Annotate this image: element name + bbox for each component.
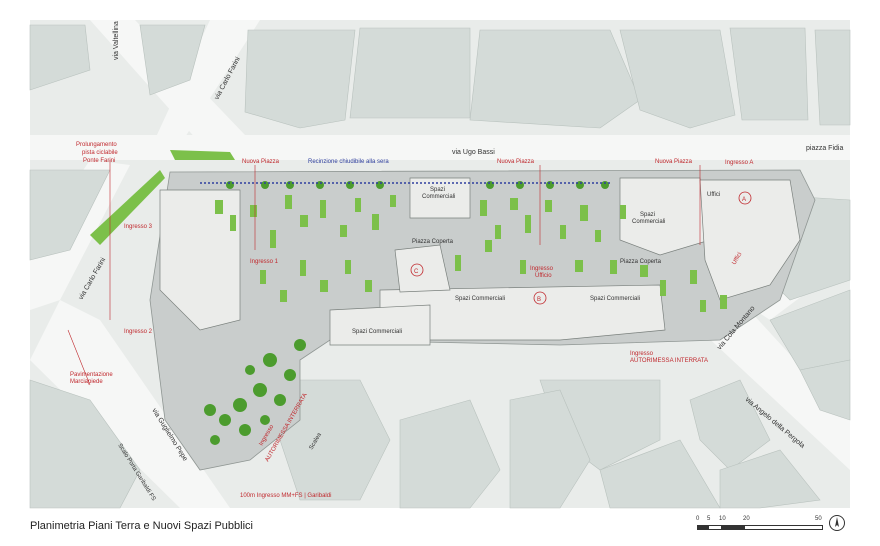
scale-tick-20: 20: [743, 516, 750, 522]
note-metro: 100m Ingresso MM+FS | Garibaldi: [240, 493, 331, 499]
surrounding-buildings: [29, 24, 851, 509]
street-piazza-fidia: piazza Fidia: [806, 145, 843, 152]
note-pavimentazione-2: Marciapiede: [70, 379, 103, 385]
label-spazi-commerciali-right-1: Spazi: [640, 212, 655, 218]
scale-bar: 0 5 10 20 50: [696, 516, 827, 540]
marker-c: C: [410, 263, 424, 277]
marker-c-label: C: [414, 269, 419, 275]
marker-b: B: [533, 291, 547, 305]
scale-bar-segment: [721, 525, 745, 530]
note-ingresso-1: Ingresso 1: [250, 259, 279, 265]
label-piazza-coperta-2: Piazza Coperta: [620, 259, 662, 265]
green-strip: [90, 170, 165, 245]
note-pavimentazione-1: Pavimentazione: [70, 372, 113, 378]
site-buildings: [159, 177, 801, 346]
label-piazza-coperta-1: Piazza Coperta: [412, 239, 454, 245]
note-ingresso-2: Ingresso 2: [124, 329, 153, 335]
label-spazi-commerciali-right-2: Commerciali: [632, 219, 665, 225]
note-ingresso-3: Ingresso 3: [124, 224, 153, 230]
scale-tick-50: 50: [815, 516, 822, 522]
note-ingresso-autorimessa-1: Ingresso: [630, 351, 654, 357]
annotation-leaders: [67, 160, 701, 386]
scale-tick-0: 0: [696, 516, 700, 522]
label-spazi-commerciali-mid: Spazi Commerciali: [455, 296, 505, 302]
landscape-greens: [215, 195, 727, 312]
scale-bar-track: [697, 525, 823, 530]
scale-tick-10: 10: [719, 516, 726, 522]
note-ingresso-a: Ingresso A: [725, 160, 753, 166]
label-spazi-commerciali-long: Spazi Commerciali: [590, 296, 640, 302]
north-arrow-icon: [829, 515, 845, 531]
label-spazi-commerciali-low: Spazi Commerciali: [352, 329, 402, 335]
label-spazi-commerciali-top-2: Commerciali: [422, 194, 455, 200]
note-prolungamento-3: Ponte Farini: [83, 158, 115, 164]
note-nuova-piazza-1: Nuova Piazza: [242, 159, 280, 165]
note-nuova-piazza-3: Nuova Piazza: [655, 159, 693, 165]
note-prolungamento-2: pista ciclabile: [82, 150, 118, 156]
label-uffici: Uffici: [707, 192, 720, 198]
street-via-valtellina: via Valtellina: [113, 21, 120, 60]
marker-a: A: [738, 191, 752, 205]
note-prolungamento-1: Prolungamento: [76, 142, 117, 148]
scale-tick-5: 5: [707, 516, 711, 522]
note-ingresso-ufficio-1: Ingresso: [530, 266, 554, 272]
note-nuova-piazza-2: Nuova Piazza: [497, 159, 535, 165]
marker-a-label: A: [742, 197, 746, 203]
marker-b-label: B: [537, 297, 541, 303]
note-ingresso-ufficio-2: Ufficio: [535, 273, 552, 279]
green-strip: [170, 150, 235, 160]
map-caption: Planimetria Piani Terra e Nuovi Spazi Pu…: [30, 520, 253, 532]
street-via-ugo-bassi: via Ugo Bassi: [452, 149, 495, 156]
scale-bar-segment: [697, 525, 709, 530]
label-spazi-commerciali-top-1: Spazi: [430, 187, 445, 193]
note-ingresso-autorimessa-2: AUTORIMESSA INTERRATA: [630, 358, 708, 364]
label-uffici-2: Uffici: [732, 252, 744, 266]
note-recinzione: Recinzione chiudibile alla sera: [308, 159, 389, 165]
